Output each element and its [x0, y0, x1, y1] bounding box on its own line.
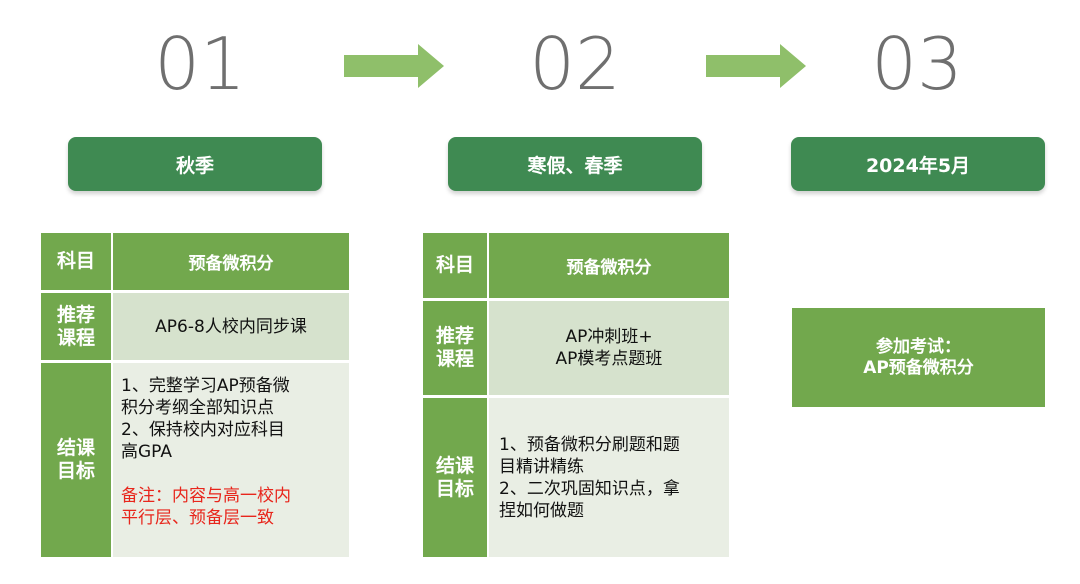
- table1-subject-label: 科目: [41, 233, 111, 290]
- course-line: AP冲刺班+: [565, 327, 653, 347]
- table1-subject-value: 预备微积分: [113, 233, 349, 290]
- table2-goal-label: 结课 目标: [423, 398, 487, 557]
- note-line: 备注：内容与高一校内: [121, 486, 291, 506]
- goal-line: 积分考纲全部知识点: [121, 398, 274, 418]
- right-arrow-icon: [344, 44, 444, 88]
- table1-goal-value: 1、完整学习AP预备微 积分考纲全部知识点 2、保持校内对应科目 高GPA 备注…: [113, 363, 349, 557]
- exam-line1: 参加考试：: [876, 336, 961, 357]
- period-pill-2: 寒假、春季: [448, 137, 702, 191]
- goal-line: 捏如何做题: [499, 500, 584, 521]
- table1-course-label-line2: 课程: [56, 326, 95, 349]
- table2-goal-label-line2: 目标: [435, 477, 474, 500]
- table2-subject-label: 科目: [423, 233, 487, 298]
- table1-course-label-line1: 推荐: [56, 303, 95, 326]
- step-number-3: 03: [871, 22, 963, 106]
- goal-line: 1、预备微积分刷题和题: [499, 434, 680, 455]
- period-pill-1: 秋季: [68, 137, 322, 191]
- goal-line: 2、保持校内对应科目: [121, 420, 285, 440]
- period-pill-3: 2024年5月: [791, 137, 1045, 191]
- table2-course-label-line1: 推荐: [435, 325, 474, 347]
- table1-course-value: AP6-8人校内同步课: [113, 293, 349, 360]
- step-number-1: 01: [154, 22, 246, 106]
- step-number-2: 02: [529, 22, 621, 106]
- goal-line: 2、二次巩固知识点，拿: [499, 478, 680, 499]
- goal-line: 高GPA: [121, 442, 172, 462]
- course-line: AP模考点题班: [555, 349, 663, 369]
- table1-course-label: 推荐 课程: [41, 293, 111, 360]
- table1-goal-label: 结课 目标: [41, 363, 111, 557]
- table2-course-value: AP冲刺班+ AP模考点题班: [489, 301, 729, 395]
- exam-box: 参加考试： AP预备微积分: [792, 308, 1045, 407]
- table2-course-label-line2: 课程: [435, 348, 474, 370]
- exam-line2: AP预备微积分: [863, 357, 974, 378]
- right-arrow-icon: [706, 44, 806, 88]
- note-line: 平行层、预备层一致: [121, 508, 274, 528]
- goal-line: 目精讲精练: [499, 456, 584, 477]
- table2-goal-label-line1: 结课: [435, 454, 474, 477]
- table2-subject-value: 预备微积分: [489, 233, 729, 298]
- table1-goal-label-line2: 目标: [56, 460, 95, 482]
- table2-goal-value: 1、预备微积分刷题和题 目精讲精练 2、二次巩固知识点，拿 捏如何做题: [489, 398, 729, 557]
- table2-course-label: 推荐 课程: [423, 301, 487, 395]
- goal-line: 1、完整学习AP预备微: [121, 376, 290, 396]
- table1-goal-label-line1: 结课: [56, 437, 95, 459]
